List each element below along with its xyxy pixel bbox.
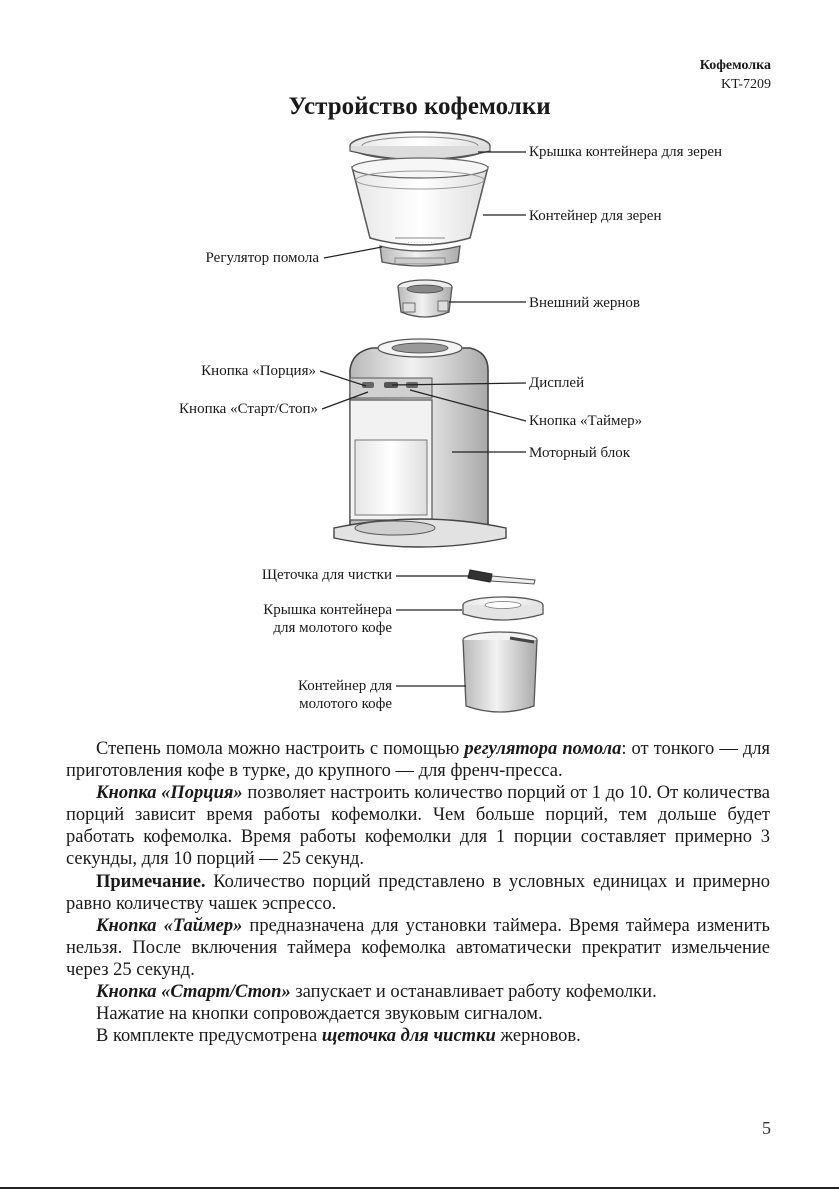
keyword-cleaning-brush: щеточка для чистки [321, 1026, 496, 1047]
callout-ground-lid-line1: Крышка контейнера [263, 602, 392, 618]
outer-burr-drawing [397, 279, 453, 318]
callout-grind-regulator: Регулятор помола [205, 250, 319, 266]
ground-container-drawing [462, 631, 538, 713]
callout-portion-button: Кнопка «Порция» [201, 363, 316, 379]
keyword-grind-regulator: регулятора помола [464, 739, 622, 759]
grinder-exploded-diagram: · · · · · · · · · [319, 131, 544, 713]
callout-motor-block: Моторный блок [529, 445, 631, 461]
paragraph-grind: Степень помола можно настроить с помощью… [66, 739, 771, 782]
callout-ground-container-line2: молотого кофе [299, 696, 392, 712]
paragraph-timer: Кнопка «Таймер» предназначена для устано… [66, 915, 770, 980]
page-header: Кофемолка KT-7209 [700, 56, 771, 94]
page-number: 5 [762, 1118, 771, 1138]
motor-block-drawing [333, 338, 507, 548]
page-title: Устройство кофемолки [288, 93, 551, 120]
callout-ground-lid-line2: для молотого кофе [273, 620, 392, 636]
callout-timer-button: Кнопка «Таймер» [529, 413, 643, 429]
svg-text:· · · · · · · · ·: · · · · · · · · · [408, 241, 433, 246]
bean-container-drawing: · · · · · · · · · [351, 157, 489, 267]
callout-start-stop-button: Кнопка «Старт/Стоп» [179, 401, 318, 417]
callout-outer-burr: Внешний жернов [529, 295, 641, 311]
paragraph-portion: Кнопка «Порция» позволяет настроить коли… [66, 783, 770, 870]
paragraph-sound: Нажатие на кнопки сопровождается звуковы… [96, 1004, 543, 1025]
callout-bean-lid: Крышка контейнера для зерен [529, 144, 723, 160]
bean-lid-drawing [349, 131, 491, 161]
callout-ground-container: Контейнер для молотого кофе [298, 677, 392, 713]
paragraph-note: Примечание. Количество порций представле… [66, 871, 770, 914]
cleaning-brush-drawing [467, 569, 536, 585]
header-model: KT-7209 [720, 77, 771, 92]
paragraph-brush: В комплекте предусмотрена щеточка для чи… [96, 1026, 581, 1047]
header-product-name: Кофемолка [699, 58, 771, 73]
ground-lid-drawing [462, 596, 544, 621]
callout-ground-container-line1: Контейнер для [298, 678, 392, 694]
callout-ground-lid: Крышка контейнера для молотого кофе [263, 601, 392, 637]
description-text: Степень помола можно настроить с помощью… [66, 738, 770, 1047]
keyword-note: Примечание. [96, 871, 206, 892]
leader-lines [319, 151, 527, 687]
keyword-start-stop-button: Кнопка «Старт/Стоп» [96, 982, 291, 1003]
callout-bean-container: Контейнер для зерен [529, 208, 662, 224]
keyword-portion-button: Кнопка «Порция» [96, 783, 243, 804]
callout-cleaning-brush: Щеточка для чистки [261, 567, 392, 583]
keyword-timer-button: Кнопка «Таймер» [96, 915, 243, 936]
paragraph-start-stop: Кнопка «Старт/Стоп» запускает и останавл… [96, 982, 657, 1003]
callout-display: Дисплей [529, 375, 585, 391]
bottom-rule [0, 1187, 839, 1189]
